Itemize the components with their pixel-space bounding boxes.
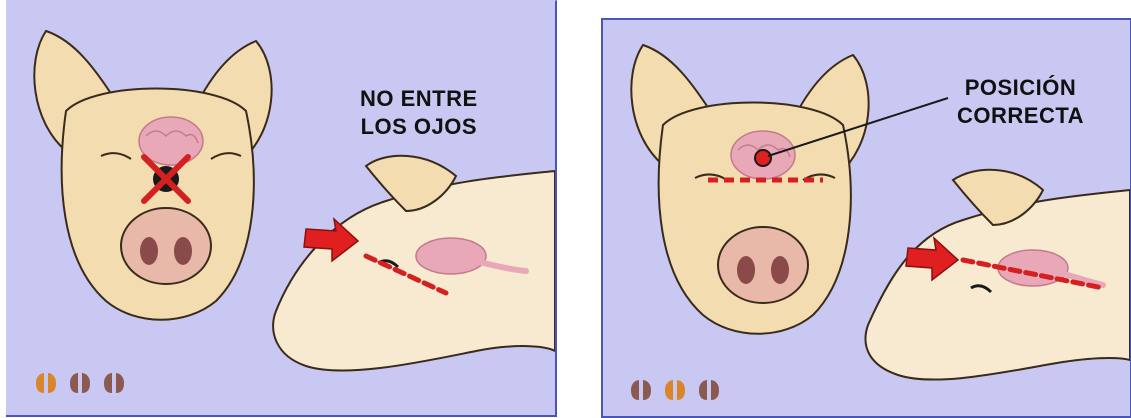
- hoof-icon: [631, 380, 651, 400]
- label-line-1: NO ENTRE: [360, 85, 478, 113]
- correct-position-panel: POSICIÓN CORRECTA: [601, 18, 1131, 418]
- label-line-1: POSICIÓN: [957, 74, 1084, 102]
- hoof-icon: [70, 373, 90, 393]
- hoof-icon-highlighted: [36, 373, 56, 393]
- correct-position-label: POSICIÓN CORRECTA: [957, 74, 1084, 130]
- pig-front-head: [34, 31, 271, 320]
- hoof-icon: [699, 380, 719, 400]
- hoof-icon-highlighted: [665, 380, 685, 400]
- incorrect-position-panel: NO ENTRE LOS OJOS: [6, 0, 557, 417]
- correct-point-icon: [755, 150, 771, 166]
- label-line-2: CORRECTA: [957, 102, 1084, 130]
- pig-side-head: [273, 156, 555, 371]
- incorrect-position-illustration: [6, 1, 555, 415]
- hoof-icon: [104, 373, 124, 393]
- incorrect-position-label: NO ENTRE LOS OJOS: [360, 85, 478, 141]
- pig-side-head: [866, 170, 1130, 380]
- hoof-icon-row: [631, 380, 719, 400]
- label-line-2: LOS OJOS: [360, 113, 478, 141]
- hoof-icon-row: [36, 373, 124, 393]
